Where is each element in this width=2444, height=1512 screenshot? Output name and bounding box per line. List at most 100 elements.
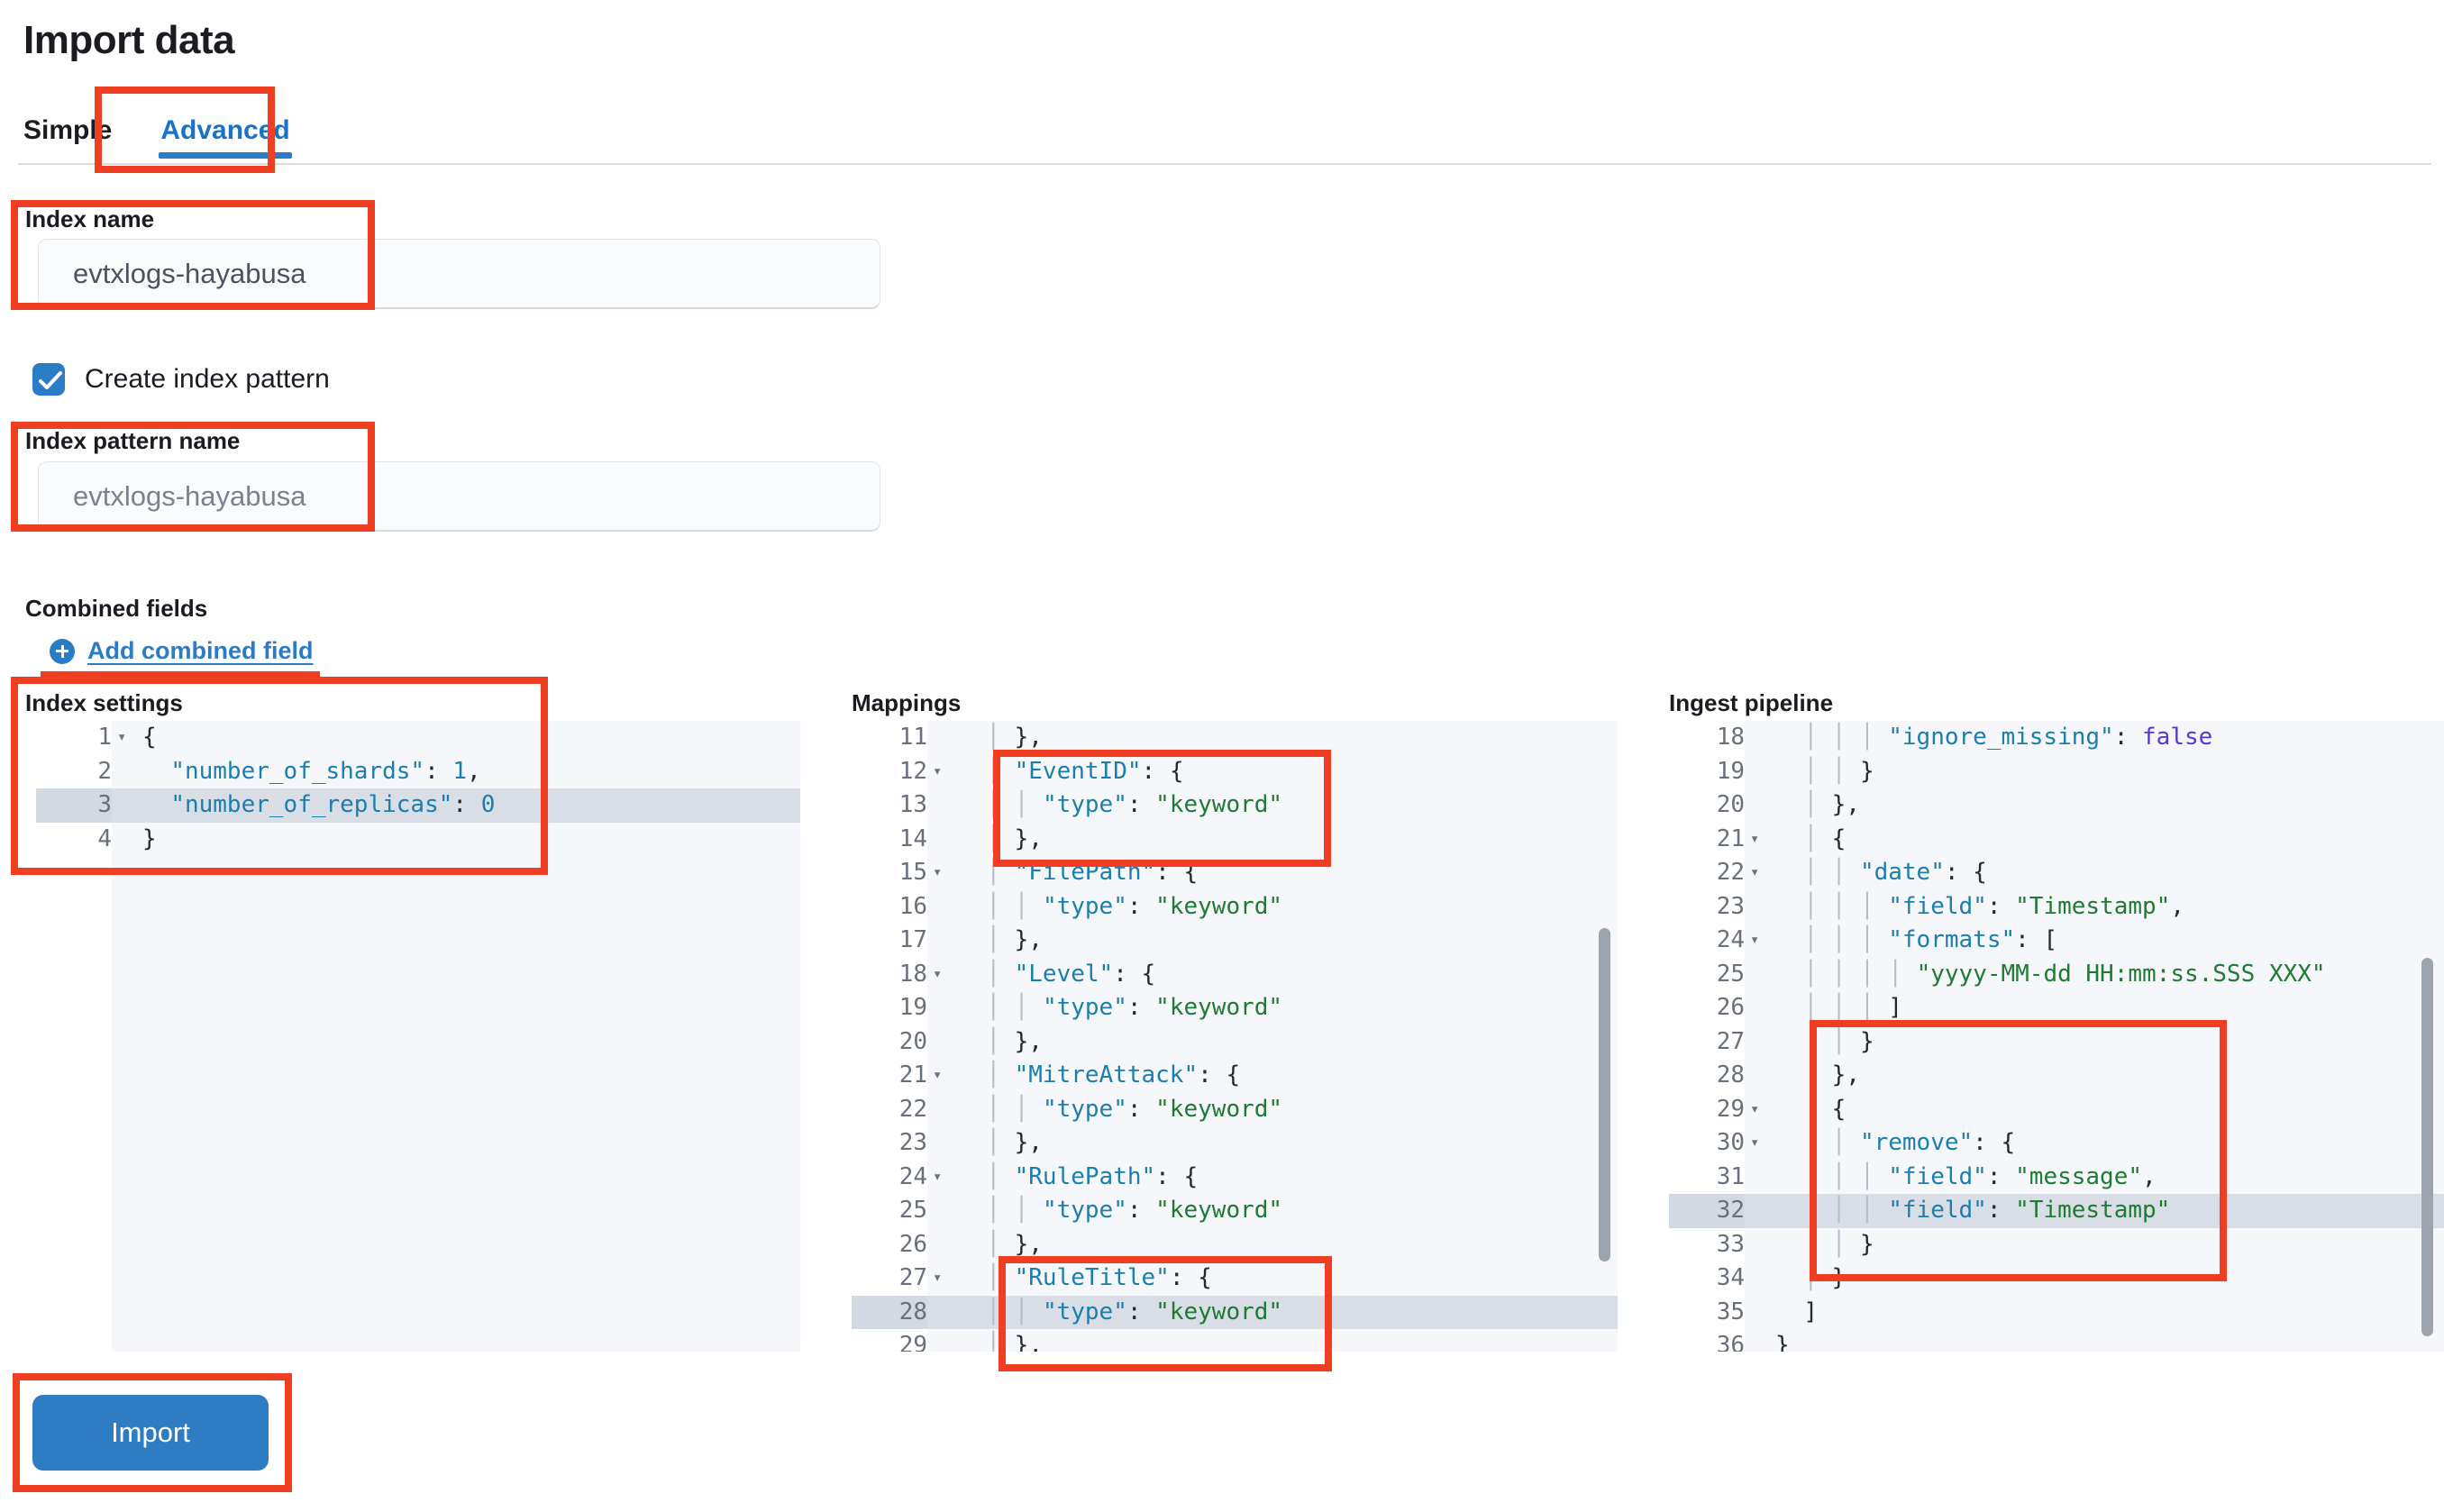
code-line[interactable]: 28 │ │ "type": "keyword" (852, 1295, 1618, 1329)
tab-divider (18, 163, 2431, 165)
code-line[interactable]: 20 │ }, (1669, 788, 2444, 823)
code-line[interactable]: 25 │ │ │ │ "yyyy-MM-dd HH:mm:ss.SSS XXX" (1669, 957, 2444, 991)
index-name-input[interactable]: evtxlogs-hayabusa (38, 239, 880, 309)
fold-arrow-icon[interactable]: ▾ (933, 761, 943, 780)
code-line[interactable]: 3 "number_of_replicas": 0 (36, 788, 800, 823)
code-line[interactable]: 30▾ │ │ "remove": { (1669, 1126, 2444, 1161)
fold-arrow-icon[interactable]: ▾ (933, 1066, 943, 1084)
code-text: │ │ │ ] (1803, 994, 1902, 1021)
fold-arrow-icon[interactable]: ▾ (1750, 829, 1760, 848)
code-line[interactable]: 27▾ │ "RuleTitle": { (852, 1262, 1618, 1296)
code-line[interactable]: 23 │ │ │ "field": "Timestamp", (1669, 889, 2444, 924)
line-number: 30 (1669, 1126, 1745, 1161)
code-line[interactable]: 23 │ }, (852, 1126, 1618, 1161)
code-line[interactable]: 4} (36, 822, 800, 856)
code-line[interactable]: 35 ] (1669, 1295, 2444, 1329)
combined-fields-label: Combined fields (25, 595, 208, 622)
index-settings-code[interactable]: 1▾{2 "number_of_shards": 1,3 "number_of_… (36, 721, 800, 856)
code-line[interactable]: 36} (1669, 1329, 2444, 1352)
fold-arrow-icon[interactable]: ▾ (1750, 863, 1760, 881)
fold-arrow-icon[interactable]: ▾ (1750, 931, 1760, 949)
line-number: 20 (852, 1025, 927, 1059)
code-text: │ }, (986, 1027, 1043, 1055)
code-line[interactable]: 14 │ }, (852, 822, 1618, 856)
ingest-pipeline-title: Ingest pipeline (1669, 689, 1834, 716)
fold-arrow-icon[interactable]: ▾ (933, 863, 943, 881)
index-pattern-name-input[interactable]: evtxlogs-hayabusa (38, 461, 880, 532)
code-line[interactable]: 31 │ │ │ "field": "message", (1669, 1160, 2444, 1194)
index-settings-title: Index settings (25, 689, 183, 716)
tab-advanced[interactable]: Advanced (135, 115, 315, 166)
code-line[interactable]: 32 │ │ │ "field": "Timestamp" (1669, 1194, 2444, 1228)
check-icon (39, 371, 62, 389)
code-line[interactable]: 27 │ │ } (1669, 1025, 2444, 1059)
code-line[interactable]: 17 │ }, (852, 924, 1618, 958)
code-line[interactable]: 29 │ }, (852, 1329, 1618, 1352)
code-text: ] (1803, 1298, 1818, 1325)
fold-arrow-icon[interactable]: ▾ (933, 964, 943, 983)
code-text: │ "RulePath": { (986, 1162, 1199, 1190)
code-line[interactable]: 18 │ │ │ "ignore_missing": false (1669, 721, 2444, 755)
code-line[interactable]: 25 │ │ "type": "keyword" (852, 1194, 1618, 1228)
code-text: │ │ │ │ "yyyy-MM-dd HH:mm:ss.SSS XXX" (1803, 960, 2326, 988)
code-text: │ "Level": { (986, 960, 1156, 988)
code-text: │ │ │ "field": "Timestamp", (1803, 892, 2184, 920)
code-line[interactable]: 18▾ │ "Level": { (852, 957, 1618, 991)
line-number: 24 (852, 1160, 927, 1194)
mappings-editor[interactable]: 11 │ },12▾ │ "EventID": {13 │ │ "type": … (852, 721, 1618, 1352)
line-number: 1 (36, 721, 112, 755)
code-line[interactable]: 26 │ }, (852, 1227, 1618, 1262)
code-line[interactable]: 2 "number_of_shards": 1, (36, 754, 800, 788)
tab-bar: Simple Advanced (23, 99, 315, 166)
code-line[interactable]: 26 │ │ │ ] (1669, 991, 2444, 1025)
code-line[interactable]: 12▾ │ "EventID": { (852, 754, 1618, 788)
code-text: │ │ } (1803, 1230, 1874, 1258)
tab-simple[interactable]: Simple (23, 115, 113, 145)
code-line[interactable]: 24 ▾ │ "RulePath": { (852, 1160, 1618, 1194)
fold-arrow-icon[interactable]: ▾ (933, 1167, 943, 1186)
fold-arrow-icon[interactable]: ▾ (933, 1269, 943, 1287)
code-line[interactable]: 16 │ │ "type": "keyword" (852, 889, 1618, 924)
code-line[interactable]: 21▾ │ "MitreAttack": { (852, 1059, 1618, 1093)
line-number: 18 (1669, 721, 1745, 755)
mappings-code[interactable]: 11 │ },12▾ │ "EventID": {13 │ │ "type": … (852, 721, 1618, 1352)
create-index-pattern-row[interactable]: Create index pattern (32, 363, 330, 396)
code-line[interactable]: 33 │ │ } (1669, 1227, 2444, 1262)
line-number: 4 (36, 822, 112, 856)
code-line[interactable]: 20 │ }, (852, 1025, 1618, 1059)
code-line[interactable]: 19 │ │ } (1669, 754, 2444, 788)
code-line[interactable]: 24▾ │ │ │ "formats": [ (1669, 924, 2444, 958)
code-line[interactable]: 13 │ │ "type": "keyword" (852, 788, 1618, 823)
plus-circle-icon (50, 638, 75, 664)
create-index-pattern-checkbox[interactable] (32, 363, 65, 396)
code-text: │ │ } (1803, 757, 1874, 785)
line-number: 17 (852, 924, 927, 958)
code-text: │ }, (1803, 791, 1860, 818)
code-text: │ │ │ "field": "message", (1803, 1162, 2157, 1190)
code-line[interactable]: 11 │ }, (852, 721, 1618, 755)
fold-arrow-icon[interactable]: ▾ (1750, 1134, 1760, 1152)
line-number: 16 (852, 889, 927, 924)
fold-arrow-icon[interactable]: ▾ (1750, 1099, 1760, 1118)
code-line[interactable]: 29▾ │ { (1669, 1092, 2444, 1126)
fold-arrow-icon[interactable]: ▾ (117, 728, 127, 746)
code-text: │ │ "type": "keyword" (986, 1095, 1283, 1123)
code-text: │ { (1803, 824, 1847, 852)
add-combined-field-link[interactable]: Add combined field (50, 637, 314, 665)
code-line[interactable]: 21▾ │ { (1669, 822, 2444, 856)
index-settings-editor[interactable]: 1▾{2 "number_of_shards": 1,3 "number_of_… (36, 721, 800, 1352)
code-line[interactable]: 15▾ │ "FilePath": { (852, 856, 1618, 890)
code-line[interactable]: 28 │ }, (1669, 1059, 2444, 1093)
code-line[interactable]: 34 │ } (1669, 1262, 2444, 1296)
code-text: │ │ │ "field": "Timestamp" (1803, 1197, 2171, 1224)
code-line[interactable]: 1▾{ (36, 721, 800, 755)
code-line[interactable]: 22 │ │ "type": "keyword" (852, 1092, 1618, 1126)
ingest-pipeline-scrollbar[interactable] (2421, 958, 2433, 1336)
import-button[interactable]: Import (32, 1395, 269, 1471)
mappings-scrollbar[interactable] (1599, 928, 1610, 1262)
code-line[interactable]: 19 │ │ "type": "keyword" (852, 991, 1618, 1025)
line-number: 25 (1669, 957, 1745, 991)
code-line[interactable]: 22▾ │ │ "date": { (1669, 856, 2444, 890)
